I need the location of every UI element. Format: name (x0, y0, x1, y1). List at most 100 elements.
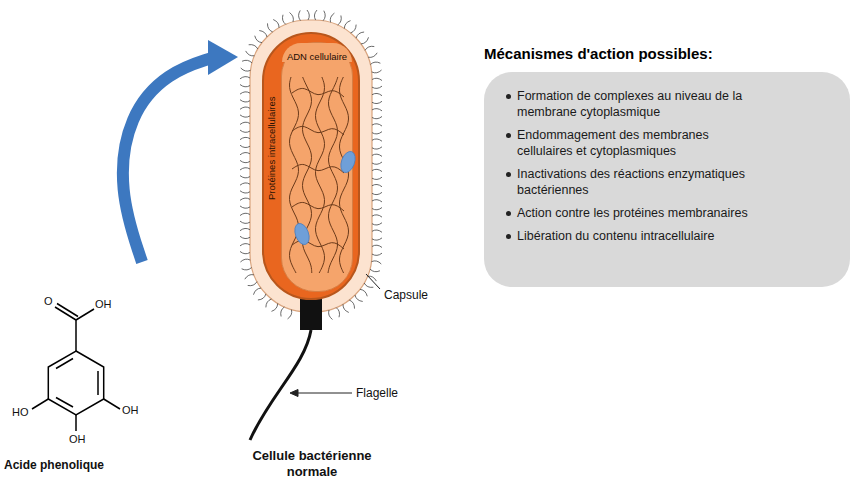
pilus (372, 109, 382, 111)
pilus (249, 45, 258, 49)
figure-caption: Cellule bactérienne normale (232, 448, 392, 479)
bullet-item: Formation de complexes au niveau de la m… (506, 88, 830, 120)
bullet-dot (506, 172, 511, 177)
pilus (372, 245, 382, 247)
pilus (258, 294, 266, 300)
pilus (336, 308, 339, 318)
pilus (240, 122, 250, 124)
pilus (372, 124, 382, 126)
dna-strand (292, 88, 344, 97)
bullet-item: Inactivations des réactions enzymatiques… (506, 166, 830, 198)
protein-granule (338, 149, 358, 174)
pilus (356, 32, 364, 38)
bullet-item: Endommagement des membranes cellulaires … (506, 127, 830, 159)
dna-strand (292, 240, 344, 249)
pilus (372, 184, 382, 186)
pilus (372, 192, 382, 194)
pilus (240, 228, 250, 230)
atom-label: HO (12, 406, 29, 419)
pilus (240, 130, 250, 132)
pilus (246, 51, 255, 56)
pilus (240, 206, 250, 208)
bullet-text: Endommagement des membranes cellulaires … (517, 127, 767, 159)
pilus (338, 16, 342, 26)
pilus (240, 198, 250, 200)
pilus (240, 100, 250, 102)
bullet-text: Action contre les protéines membranaires (517, 205, 767, 221)
pilus (240, 191, 250, 193)
pilus (282, 15, 285, 25)
pilus (349, 300, 354, 309)
pilus (240, 85, 250, 87)
atom-label: OH (95, 298, 112, 311)
dna-strand (292, 202, 344, 211)
bullet-dot (506, 211, 511, 216)
pilus (368, 53, 377, 58)
protein-granule (292, 221, 312, 246)
pilus (372, 147, 382, 149)
pilus (372, 86, 382, 88)
pilus (360, 289, 367, 296)
pili (240, 10, 382, 319)
pilus (372, 253, 382, 255)
pilus (253, 288, 261, 295)
pilus (281, 307, 285, 317)
pilus (240, 160, 250, 162)
dna-strand (339, 77, 348, 273)
pilus (299, 10, 301, 20)
blue-arrow (123, 40, 238, 262)
pilus (240, 183, 250, 185)
dna-strand (315, 77, 324, 273)
dna-region: ADN cellulaire (281, 42, 353, 292)
pilus (372, 223, 382, 225)
bullet-dot (506, 133, 511, 138)
pilus (240, 153, 250, 155)
bullet-item: Libération du contenu intracellulaire (506, 228, 830, 244)
box-heading: Mécanismes d'action possibles: (484, 45, 713, 62)
protein-granules (264, 34, 358, 298)
pilus (372, 261, 382, 264)
pilus (372, 93, 382, 95)
pilus (240, 236, 250, 238)
pilus (361, 37, 369, 44)
pilus (372, 208, 382, 210)
dna-strands (282, 43, 352, 291)
pilus (323, 11, 325, 21)
arrow-body (123, 58, 212, 262)
bullet-text: Inactivations des réactions enzymatiques… (517, 166, 767, 198)
pilus (372, 101, 382, 103)
bullet-item: Action contre les protéines membranaires (506, 205, 830, 221)
bullet-text: Formation de complexes au niveau de la m… (517, 88, 767, 120)
pilus (372, 70, 382, 73)
pilus (364, 283, 373, 287)
pilus (365, 46, 374, 50)
pilus (245, 275, 254, 280)
pilus (372, 116, 382, 118)
pilus (242, 268, 252, 270)
pilus (240, 176, 250, 178)
pilus (240, 92, 250, 94)
atom-label: OH (122, 404, 139, 417)
pilus (259, 31, 267, 37)
region-label: ADN cellulaire (282, 43, 352, 62)
molecule-name: Acide phenolique (4, 458, 104, 472)
pilus (370, 62, 380, 64)
pilus (240, 221, 250, 223)
bullet-dot (506, 234, 511, 239)
pilus (240, 168, 250, 170)
capsule-outline (250, 20, 372, 312)
pilus (240, 213, 250, 215)
pilus (240, 115, 250, 117)
pilus (248, 282, 257, 286)
pilus (344, 21, 350, 29)
arrow-head (208, 40, 238, 75)
pilus (240, 77, 250, 79)
pilus (355, 295, 363, 301)
atom-label: OH (69, 433, 86, 446)
pilus (288, 310, 292, 319)
pilus (343, 304, 349, 312)
bacterial-cell: ADN cellulaireProtéines intracellulaires (262, 32, 360, 300)
pilus (330, 13, 334, 22)
pilus (240, 244, 250, 246)
